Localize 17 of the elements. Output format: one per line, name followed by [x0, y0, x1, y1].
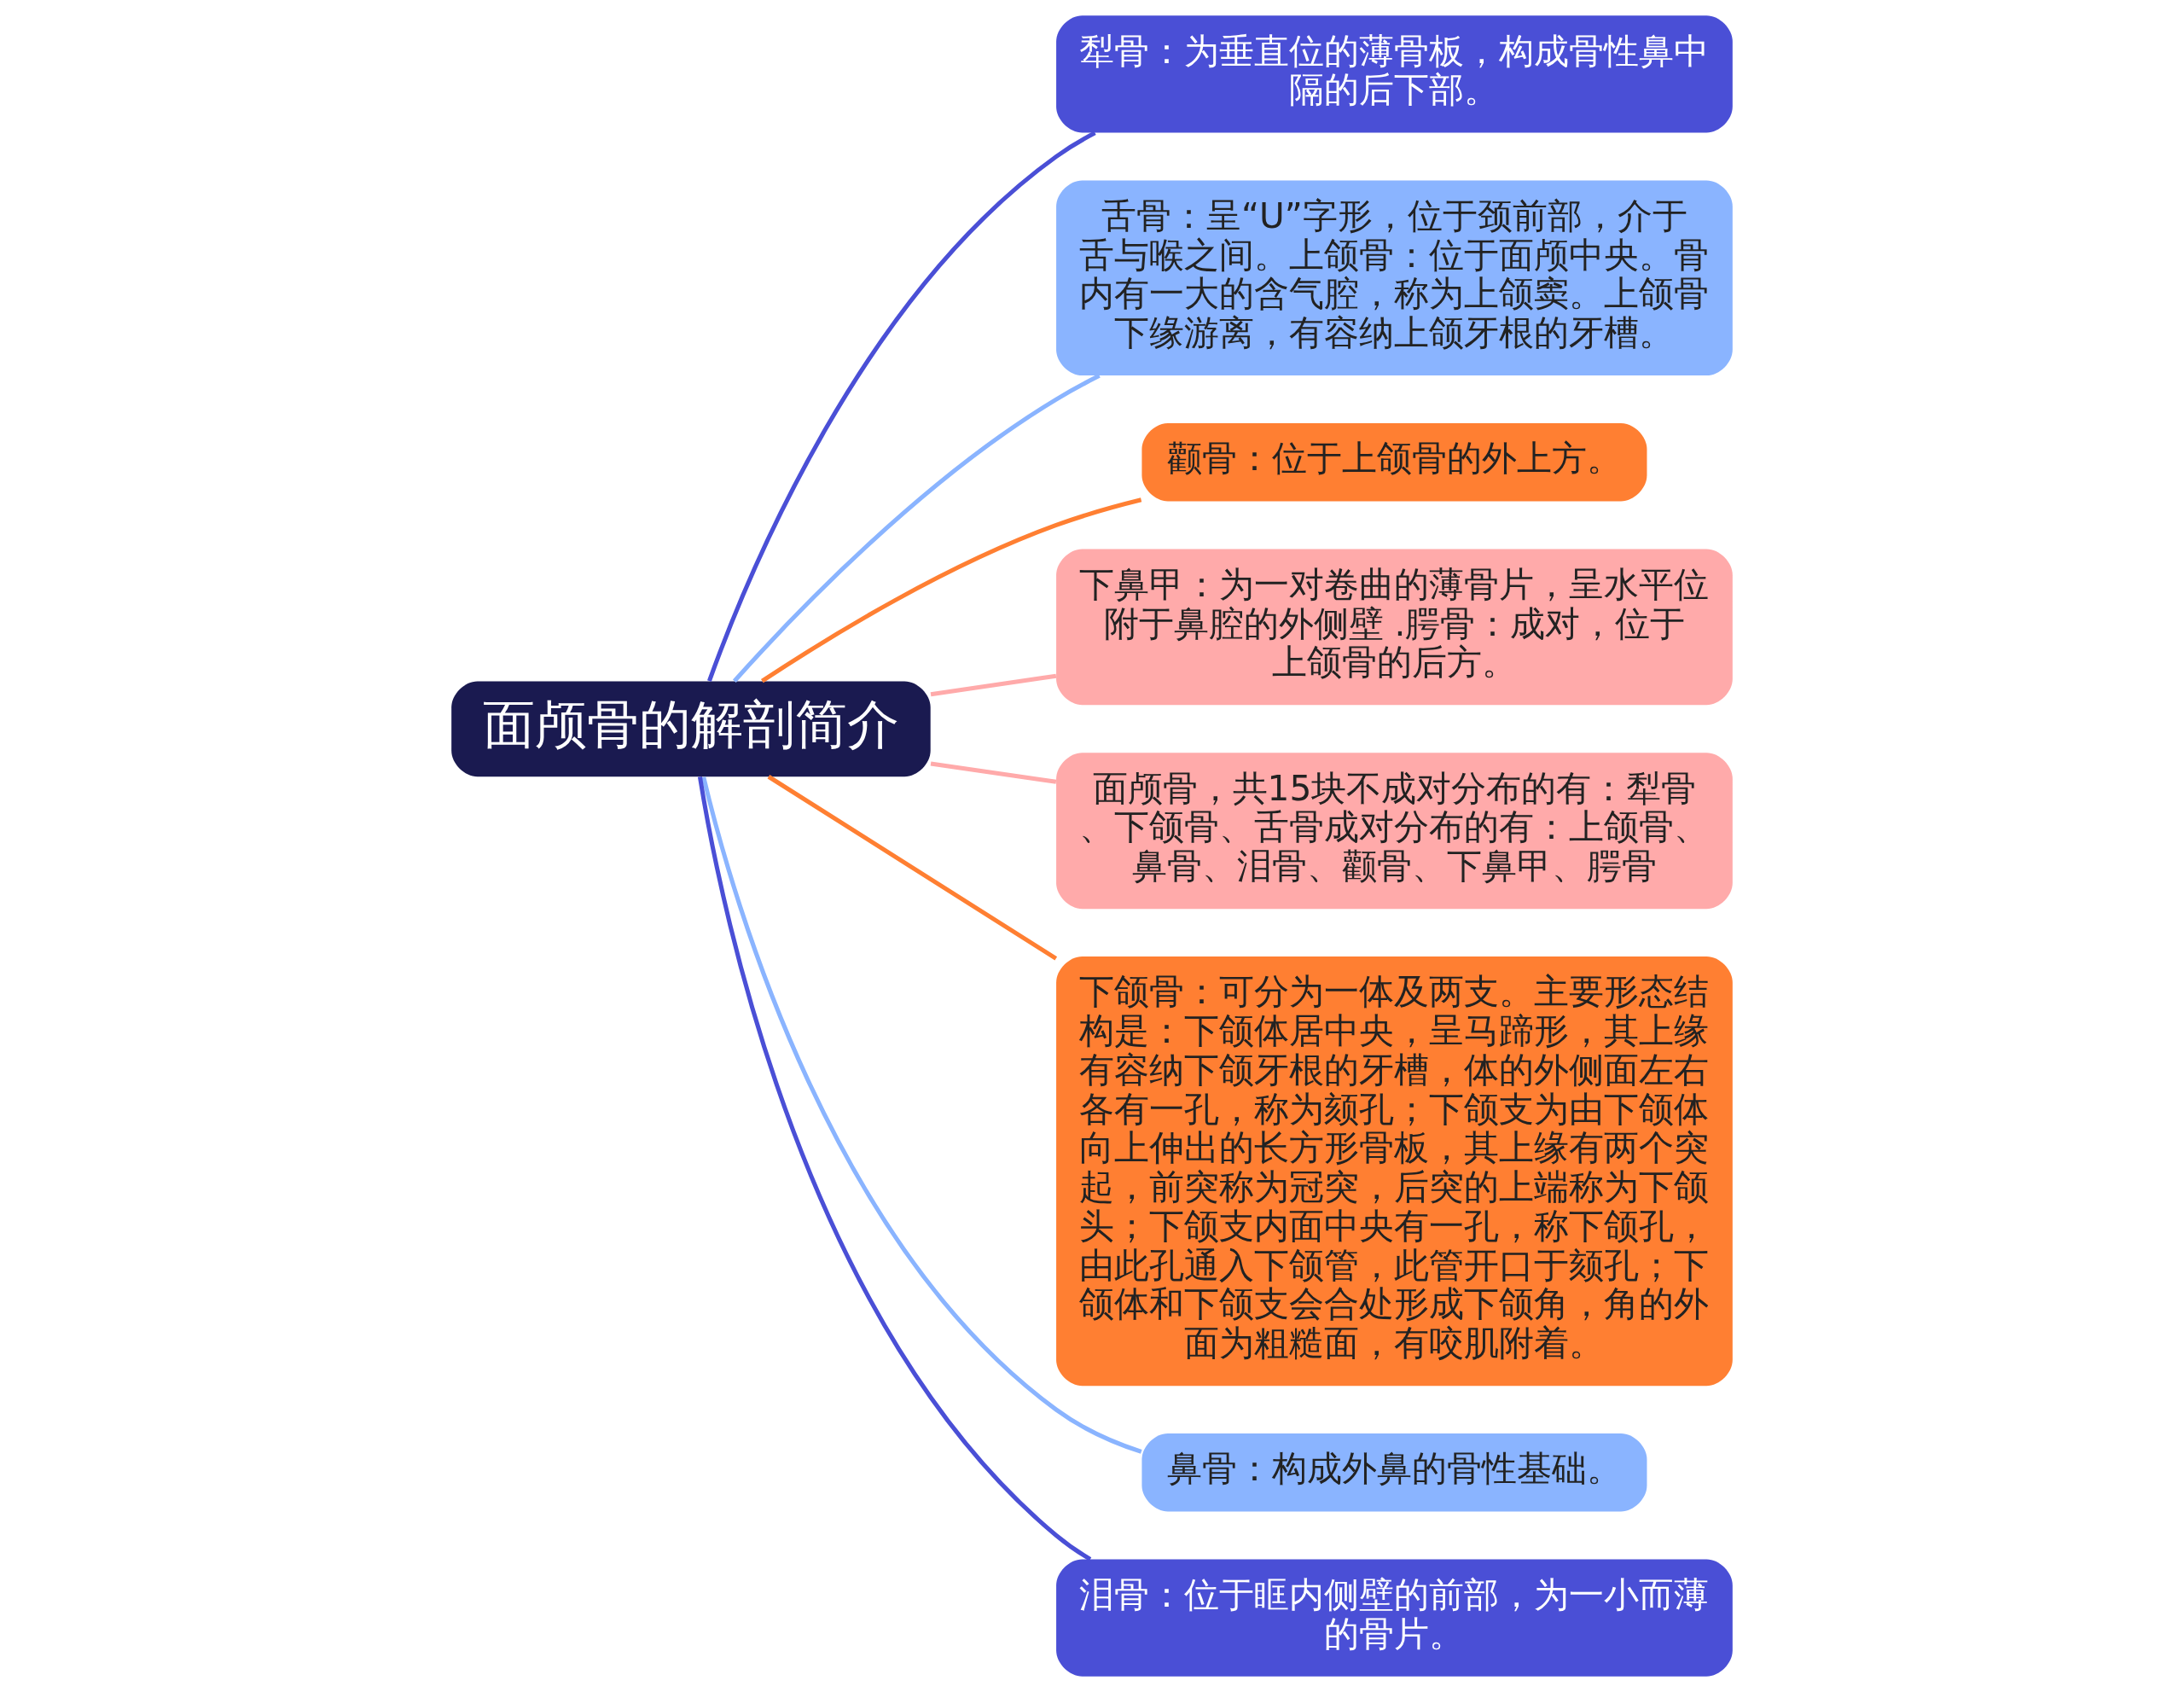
node-box: 泪骨：位于眶内侧壁的前部，为一小而薄的骨片。: [1056, 1559, 1733, 1677]
connector: [707, 131, 1096, 682]
connector: [930, 673, 1057, 697]
connector: [930, 761, 1057, 784]
connector: [767, 775, 1058, 961]
connector: [701, 776, 1142, 1454]
connector: [761, 497, 1142, 683]
node-box: 面颅骨，共15块不成对分布的有：犁骨、下颌骨、舌骨成对分布的有：上颌骨、鼻骨、泪骨、颧骨、下鼻甲、腭骨: [1056, 753, 1733, 910]
node-box: 下鼻甲：为一对卷曲的薄骨片，呈水平位附于鼻腔的外侧壁 .腭骨：成对，位于上颌骨的后方。: [1056, 549, 1733, 706]
node-box: 下颌骨：可分为一体及两支。主要形态结构是：下颌体居中央，呈马蹄形，其上缘有容纳下颌牙根的牙槽，体的外侧面左右各有一孔，称为颏孔；下颌支为由下颌体向上伸出的长方形骨板，其上缘有两个突起，前突称为冠突，后突的上端称为下颌头；下颌支内面中央有一孔，称下颌孔，由此孔通入下颌管，此管开口于颏孔；下颌体和下颌支会合处形成下颌角，角的外面为粗糙面，有咬肌附着。: [1056, 956, 1733, 1387]
node-box: 舌骨：呈“U”字形，位于颈前部，介于舌与喉之间。上颌骨：位于面颅中央。骨内有一大的含气腔，称为上颌窦。上颌骨下缘游离，有容纳上颌牙根的牙槽。: [1056, 180, 1733, 376]
connector: [697, 776, 1092, 1561]
node-box: 面颅骨的解剖简介: [451, 681, 931, 777]
node-box: 鼻骨：构成外鼻的骨性基础。: [1141, 1433, 1647, 1512]
node-box: 犁骨：为垂直位的薄骨板，构成骨性鼻中隔的后下部。: [1056, 15, 1733, 133]
node-box: 颧骨：位于上颌骨的外上方。: [1141, 423, 1647, 502]
connector: [732, 374, 1101, 683]
